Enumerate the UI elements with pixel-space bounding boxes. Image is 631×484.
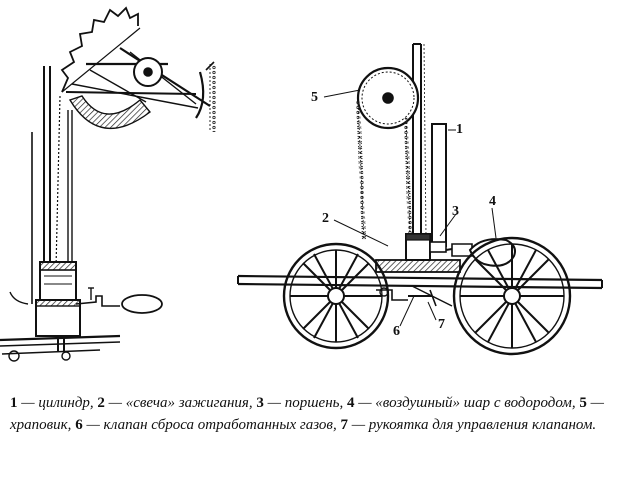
- rear-wheel: [452, 236, 572, 356]
- caption-text-1: — цилиндр,: [17, 395, 98, 411]
- caption-text-3: — поршень,: [263, 395, 347, 411]
- leader-lines: [323, 89, 497, 327]
- label-7: 7: [438, 317, 445, 332]
- caption-num-4: 4: [346, 395, 355, 411]
- label-3: 3: [452, 204, 459, 219]
- front-wheel: [282, 242, 390, 350]
- label-4: 4: [489, 194, 496, 209]
- left-cylinder: [9, 261, 81, 337]
- exhaust-valve: [376, 285, 453, 307]
- caption-text-5: — храповик,: [10, 395, 604, 433]
- label-2: 2: [322, 211, 329, 226]
- caption-text-2: — «свеча» зажигания,: [104, 395, 257, 411]
- label-5: 5: [311, 90, 318, 105]
- left-valve-handle: [75, 287, 163, 314]
- ratchet-sector: [60, 6, 215, 130]
- caption-num-3: 3: [256, 395, 264, 411]
- caption-num-7: 7: [340, 417, 348, 433]
- ratchet-wheel: [356, 66, 420, 130]
- caption-num-6: 6: [75, 417, 83, 433]
- chassis: [237, 274, 603, 290]
- caption-text-7: — рукоятка для управления клапаном.: [347, 417, 597, 433]
- vertical-cylinder: [412, 43, 447, 247]
- figure-caption: 1 — цилиндр, 2 — «свеча» зажигания, 3 — …: [10, 392, 622, 436]
- piston-block: [375, 233, 461, 273]
- caption-text-4: — «воздушный» шар с водородом,: [354, 395, 580, 411]
- label-1: 1: [456, 122, 463, 137]
- caption-text-6: — клапан сброса отработанных газов,: [82, 417, 341, 433]
- caption-num-5: 5: [579, 395, 587, 411]
- left-side-view: [0, 6, 216, 362]
- caption-num-1: 1: [10, 395, 18, 411]
- left-base: [0, 334, 121, 362]
- caption-num-2: 2: [97, 395, 105, 411]
- chain-right-main: [404, 117, 412, 237]
- label-6: 6: [393, 324, 400, 339]
- vehicle: [237, 43, 603, 356]
- engine-drawing: [0, 6, 603, 362]
